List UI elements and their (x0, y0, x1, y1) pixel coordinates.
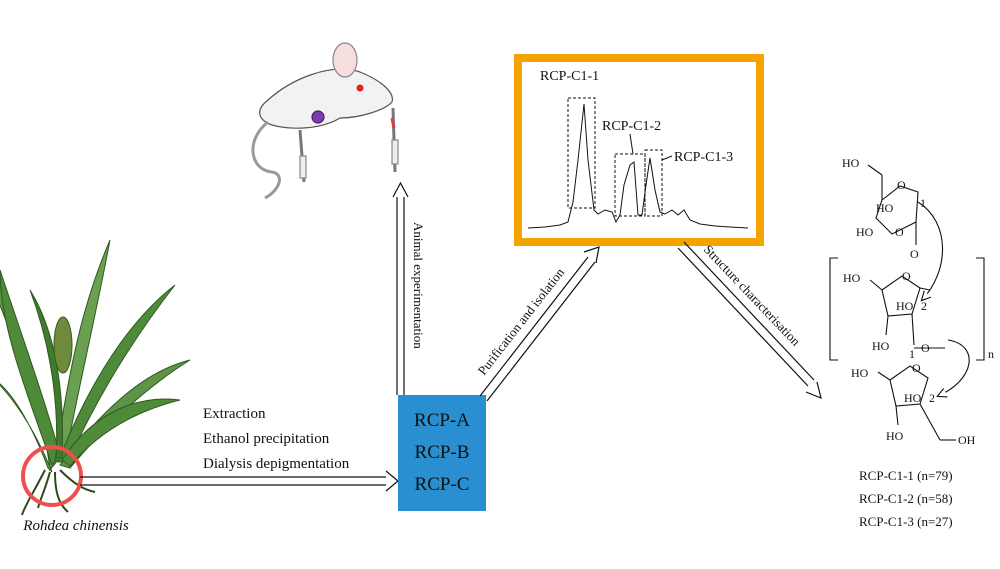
atom-ho-2: HO (876, 201, 894, 215)
peak-label-rcp-c1-1: RCP-C1-1 (540, 69, 599, 84)
root-highlight-circle (21, 445, 83, 507)
atom-2-a: 2 (921, 299, 927, 313)
rohdea-plant-illustration (0, 239, 191, 516)
step-extraction: Extraction (203, 406, 266, 422)
fraction-box (398, 395, 486, 511)
structure-label-rcp-c1-2: RCP-C1-2 (n=58) (859, 491, 953, 506)
fraction-rcp-c: RCP-C (415, 474, 470, 495)
step-dialysis-depigmentation: Dialysis depigmentation (203, 456, 350, 472)
fraction-rcp-a: RCP-A (414, 410, 470, 431)
atom-o-1: O (897, 178, 906, 192)
atom-o-5: O (921, 341, 930, 355)
peak-box-3 (644, 149, 663, 217)
structure-label-rcp-c1-1: RCP-C1-1 (n=79) (859, 468, 953, 483)
atom-1-b: 1 (909, 347, 915, 361)
atom-oh-1: OH (958, 433, 976, 447)
repeat-n: n (988, 347, 994, 361)
step-purification-isolation: Purification and isolation (475, 265, 568, 378)
atom-ho-4: HO (843, 271, 861, 285)
polysaccharide-structure (829, 164, 985, 441)
extraction-arrow (80, 470, 399, 492)
mouse-illustration (251, 42, 399, 200)
atom-o-3: O (910, 247, 919, 261)
plant-name: Rohdea chinensis (22, 518, 129, 534)
peak-2-leader (629, 133, 634, 155)
atom-ho-9: HO (886, 429, 904, 443)
structure-atom-labels: HO O 1 HO HO O O HO O HO 2 HO 1 O n HO O… (842, 156, 994, 447)
step-ethanol-precipitation: Ethanol precipitation (203, 431, 330, 447)
atom-ho-5: HO (896, 299, 914, 313)
atom-ho-6: HO (872, 339, 890, 353)
atom-2-b: 2 (929, 391, 935, 405)
atom-o-4: O (902, 269, 911, 283)
purification-arrow (479, 246, 600, 402)
step-structure-characterisation: Structure characterisation (701, 242, 804, 349)
atom-o-6: O (912, 361, 921, 375)
atom-ho-7: HO (851, 366, 869, 380)
step-animal-experimentation: Animal experimentation (411, 222, 426, 349)
atom-o-2: O (895, 225, 904, 239)
chromatogram-frame (514, 54, 764, 246)
atom-ho-1: HO (842, 156, 860, 170)
structure-characterisation-arrow (677, 241, 822, 399)
peak-label-rcp-c1-3: RCP-C1-3 (674, 150, 733, 165)
fraction-rcp-b: RCP-B (415, 442, 470, 463)
peak-label-rcp-c1-2: RCP-C1-2 (602, 119, 661, 134)
chromatogram-trace (527, 103, 749, 229)
atom-ho-8: HO (904, 391, 922, 405)
atom-ho-3: HO (856, 225, 874, 239)
structure-label-rcp-c1-3: RCP-C1-3 (n=27) (859, 514, 953, 529)
peak-box-1 (567, 97, 596, 209)
peak-3-leader (661, 155, 673, 161)
animal-experimentation-arrow (392, 181, 409, 395)
atom-1-a: 1 (920, 196, 926, 210)
